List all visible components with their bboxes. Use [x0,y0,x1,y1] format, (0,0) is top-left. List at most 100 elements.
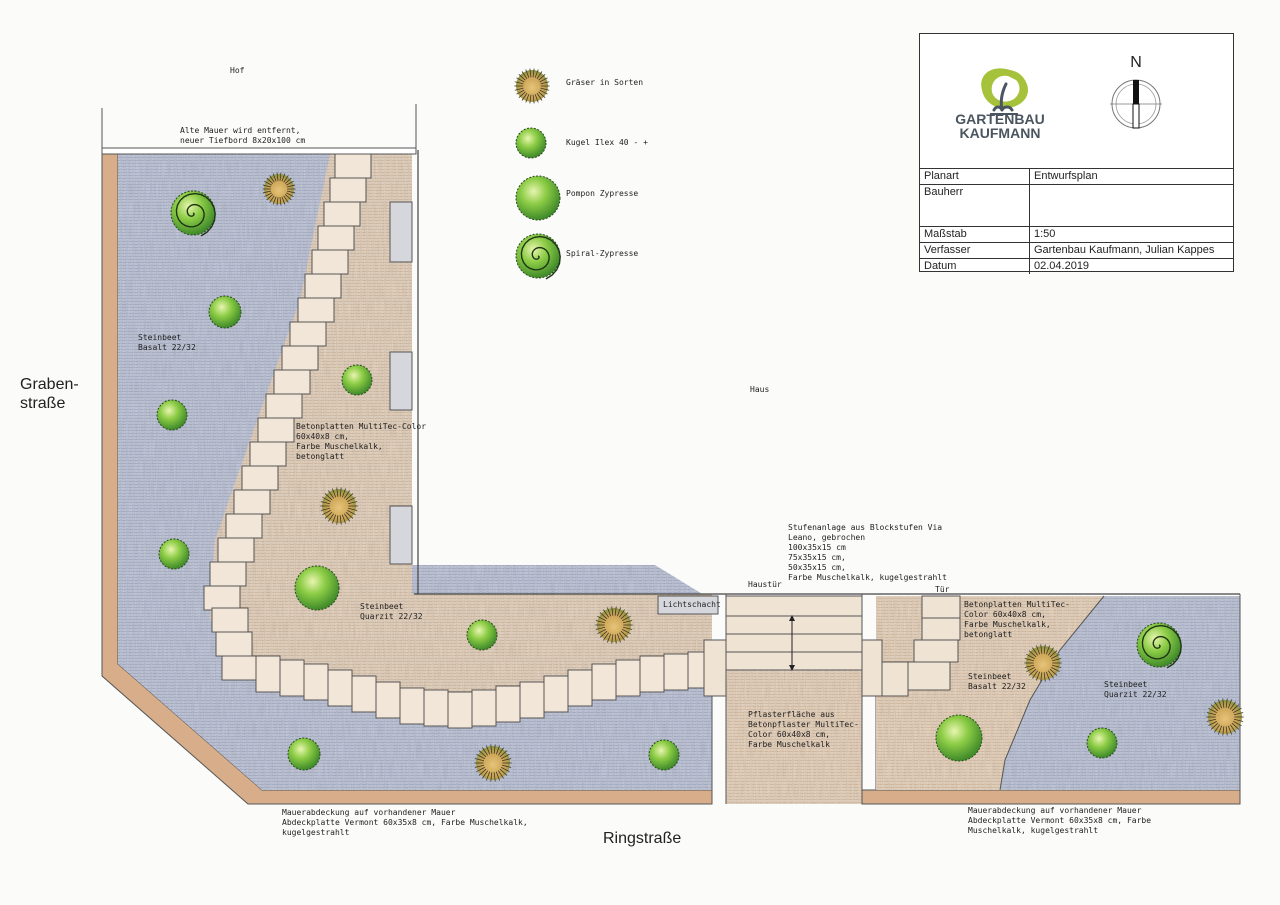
ilex-ball-icon [208,295,242,329]
label-steinbeet-basalt-right: Steinbeet Basalt 22/32 [968,672,1026,691]
grass-plant-icon [595,606,633,644]
info-key: Bauherr [920,184,1030,227]
stair-step [257,417,295,443]
label-alte-mauer: Alte Mauer wird entfernt, neuer Tiefbord… [180,126,306,145]
stair-step [663,653,689,691]
legend-label-spiral: Spiral-Zypresse [566,249,639,258]
pompon-cypress-icon [294,565,340,611]
label-mauerabdeckung-left: Mauerabdeckung auf vorhandener Mauer Abd… [282,808,528,837]
label-steinbeet-basalt-left: Steinbeet Basalt 22/32 [138,333,196,352]
stair-step [281,345,319,371]
ilex-ball-icon [1086,727,1118,759]
ilex-ball-icon [158,538,190,570]
grass-plant-icon [474,744,512,782]
legend-label-ilex: Kugel Ilex 40 - + [566,138,648,147]
grass-plant-icon [320,487,358,525]
stair-step [233,489,271,515]
stair-step [639,655,665,693]
grass-plant-icon [514,68,550,104]
ilex-ball-icon [341,364,373,396]
stair-step [334,153,372,179]
stair-step [447,691,473,729]
label-stufenanlage: Stufenanlage aus Blockstufen Via Leano, … [788,523,947,582]
stair-step [265,393,303,419]
stair-step [241,465,279,491]
street-grabenstrasse: Graben- straße [20,376,79,412]
label-haus: Haus [750,385,770,394]
label-mauerabdeckung-right: Mauerabdeckung auf vorhandener Mauer Abd… [968,806,1152,835]
north-letter: N [1130,54,1142,71]
legend-icons [514,68,561,280]
stair-step [209,561,247,587]
stair-step [375,681,401,719]
north-arrow-icon [1110,79,1162,129]
info-key: Verfasser [920,242,1030,259]
stair-step [317,225,355,251]
stair-step [495,685,521,723]
info-value: 02.04.2019 [1029,258,1233,274]
stair-step [215,631,253,657]
stair-step [423,689,449,727]
ilex-ball-icon [466,619,498,651]
stair-step [217,537,255,563]
stair-step [329,177,367,203]
ilex-ball-icon [515,127,547,159]
grass-plant-icon [262,172,296,206]
label-pflasterflaeche: Pflasterfläche aus Betonpflaster MultiTe… [748,710,859,749]
block-stairs [725,595,863,671]
company-logo-icon [981,68,1028,115]
stair-step [323,201,361,227]
stair-step [327,669,353,707]
stair-step [297,297,335,323]
ilex-ball-icon [287,737,321,771]
info-value: Entwurfsplan [1029,168,1233,185]
stair-step [221,655,259,681]
grass-plant-icon [1206,698,1244,736]
label-tuer: Tür [935,585,950,594]
ilex-ball-icon [648,739,680,771]
legend-label-grass: Gräser in Sorten [566,78,644,87]
stair-step [273,369,311,395]
plants [156,172,1244,782]
info-key: Maßstab [920,226,1030,243]
street-ringstrasse: Ringstraße [603,830,682,847]
stair-step [249,441,287,467]
stair-step [304,273,342,299]
stair-step [211,607,249,633]
stair-step [255,655,281,693]
legend-label-pompon: Pompon Zypresse [566,189,639,198]
company-name: GARTENBAU KAUFMANN [955,111,1045,141]
stair-step [303,663,329,701]
pompon-cypress-icon [935,714,983,762]
wall-cap-right [861,789,1241,805]
label-lichtschacht: Lichtschacht [663,600,721,609]
label-steinbeet-quarzit-left: Steinbeet Quarzit 22/32 [360,602,423,621]
stair-step [225,513,263,539]
ilex-ball-icon [156,399,188,431]
stair-step [615,659,641,697]
pompon-cypress-icon [515,175,561,221]
stair-step [311,249,349,275]
stair-step [543,675,569,713]
info-key: Planart [920,168,1030,185]
label-steinbeet-quarzit-right: Steinbeet Quarzit 22/32 [1104,680,1167,699]
info-value: 1:50 [1029,226,1233,243]
spiral-cypress-icon [1136,622,1182,669]
stair-step [471,689,497,727]
label-betonplatten-right: Betonplatten MultiTec- Color 60x40x8 cm,… [964,600,1070,639]
info-value: Gartenbau Kaufmann, Julian Kappes [1029,242,1233,259]
stair-step [591,663,617,701]
label-hof: Hof [230,66,245,75]
info-key: Datum [920,258,1030,274]
label-haustuer: Haustür [748,580,782,589]
stair-step [279,659,305,697]
stair-step [289,321,327,347]
spiral-cypress-icon [170,190,216,237]
